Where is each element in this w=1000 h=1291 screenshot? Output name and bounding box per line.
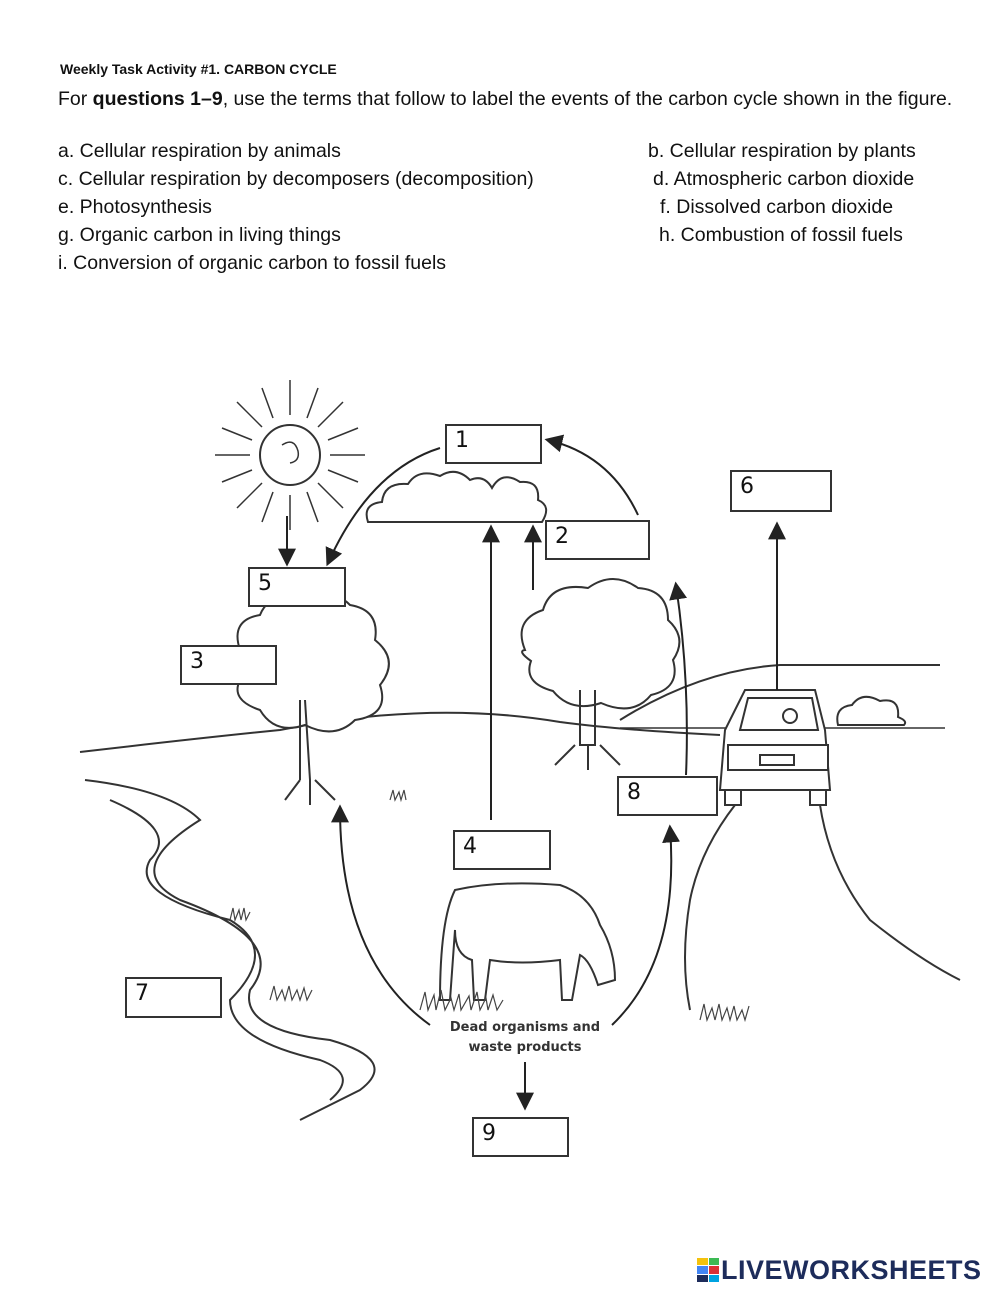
option-h: h. Combustion of fossil fuels	[659, 224, 903, 246]
answer-box-6-number: 6	[740, 474, 754, 499]
hill-left	[79, 711, 721, 753]
river	[84, 779, 376, 1121]
answer-input-1[interactable]	[477, 430, 538, 458]
option-b: b. Cellular respiration by plants	[648, 140, 916, 162]
answer-input-3[interactable]	[212, 651, 273, 679]
instructions: For questions 1–9, use the terms that fo…	[58, 85, 958, 113]
option-f: f. Dissolved carbon dioxide	[660, 196, 894, 218]
tree-left-icon	[231, 592, 390, 805]
option-i: i. Conversion of organic carbon to fossi…	[58, 252, 447, 274]
option-e: e. Photosynthesis	[58, 196, 212, 218]
liveworksheets-logo-icon	[697, 1258, 719, 1282]
grass	[229, 789, 750, 1023]
arrow-box2-to-box1	[544, 434, 639, 516]
arrow-dead-to-tree-left	[331, 804, 431, 1026]
option-c: c. Cellular respiration by decomposers (…	[58, 168, 534, 190]
cloud-icon	[365, 470, 548, 523]
brand-name: LIVEWORKSHEETS	[721, 1254, 982, 1285]
liveworksheets-logo: LIVEWORKSHEETS	[697, 1255, 982, 1285]
answer-box-9: 9	[472, 1117, 569, 1157]
answer-box-9-number: 9	[482, 1121, 496, 1146]
sun-icon	[215, 380, 365, 530]
answer-box-3: 3	[180, 645, 277, 685]
car-icon	[718, 689, 832, 806]
answer-box-6: 6	[730, 470, 832, 512]
option-a: a. Cellular respiration by animals	[58, 140, 341, 162]
answer-input-9[interactable]	[504, 1123, 565, 1151]
answer-box-5: 5	[248, 567, 346, 607]
instructions-prefix: For	[58, 88, 93, 110]
answer-box-1: 1	[445, 424, 542, 464]
answer-box-8: 8	[617, 776, 718, 816]
arrow-box1-to-box5	[325, 447, 441, 567]
cycle-arrows	[278, 434, 786, 1111]
answer-box-2: 2	[545, 520, 650, 560]
answer-input-4[interactable]	[485, 836, 547, 864]
answer-box-2-number: 2	[555, 524, 569, 549]
caption-line-1: Dead organisms and	[449, 1020, 601, 1035]
worksheet-title: Weekly Task Activity #1. CARBON CYCLE	[60, 61, 337, 77]
road-left-edge	[684, 804, 736, 1011]
answer-box-3-number: 3	[190, 649, 204, 674]
answer-box-5-number: 5	[258, 571, 272, 596]
option-g: g. Organic carbon in living things	[58, 224, 341, 246]
answer-input-2[interactable]	[577, 526, 646, 554]
caption-line-2: waste products	[468, 1040, 582, 1055]
answer-input-6[interactable]	[762, 476, 828, 506]
instructions-questions: questions 1–9	[92, 88, 223, 110]
answer-box-4-number: 4	[463, 834, 477, 859]
answer-box-1-number: 1	[455, 428, 469, 453]
hill-right	[619, 664, 940, 721]
answer-box-4: 4	[453, 830, 551, 870]
bush-icon	[836, 695, 907, 726]
dead-organisms-caption: Dead organisms and waste products	[440, 1018, 610, 1058]
answer-input-8[interactable]	[649, 782, 714, 810]
road-right-edge	[819, 804, 961, 981]
answer-box-8-number: 8	[627, 780, 641, 805]
answer-input-5[interactable]	[280, 573, 342, 601]
instructions-suffix: , use the terms that follow to label the…	[222, 88, 953, 110]
arrow-box8-to-tree	[669, 581, 688, 776]
answer-box-7-number: 7	[135, 981, 149, 1006]
option-d: d. Atmospheric carbon dioxide	[653, 168, 915, 190]
arrow-dead-to-box8	[611, 824, 681, 1026]
cow-icon	[438, 882, 617, 1001]
tree-right-icon	[520, 578, 681, 770]
answer-box-7: 7	[125, 977, 222, 1018]
answer-input-7[interactable]	[157, 983, 218, 1012]
